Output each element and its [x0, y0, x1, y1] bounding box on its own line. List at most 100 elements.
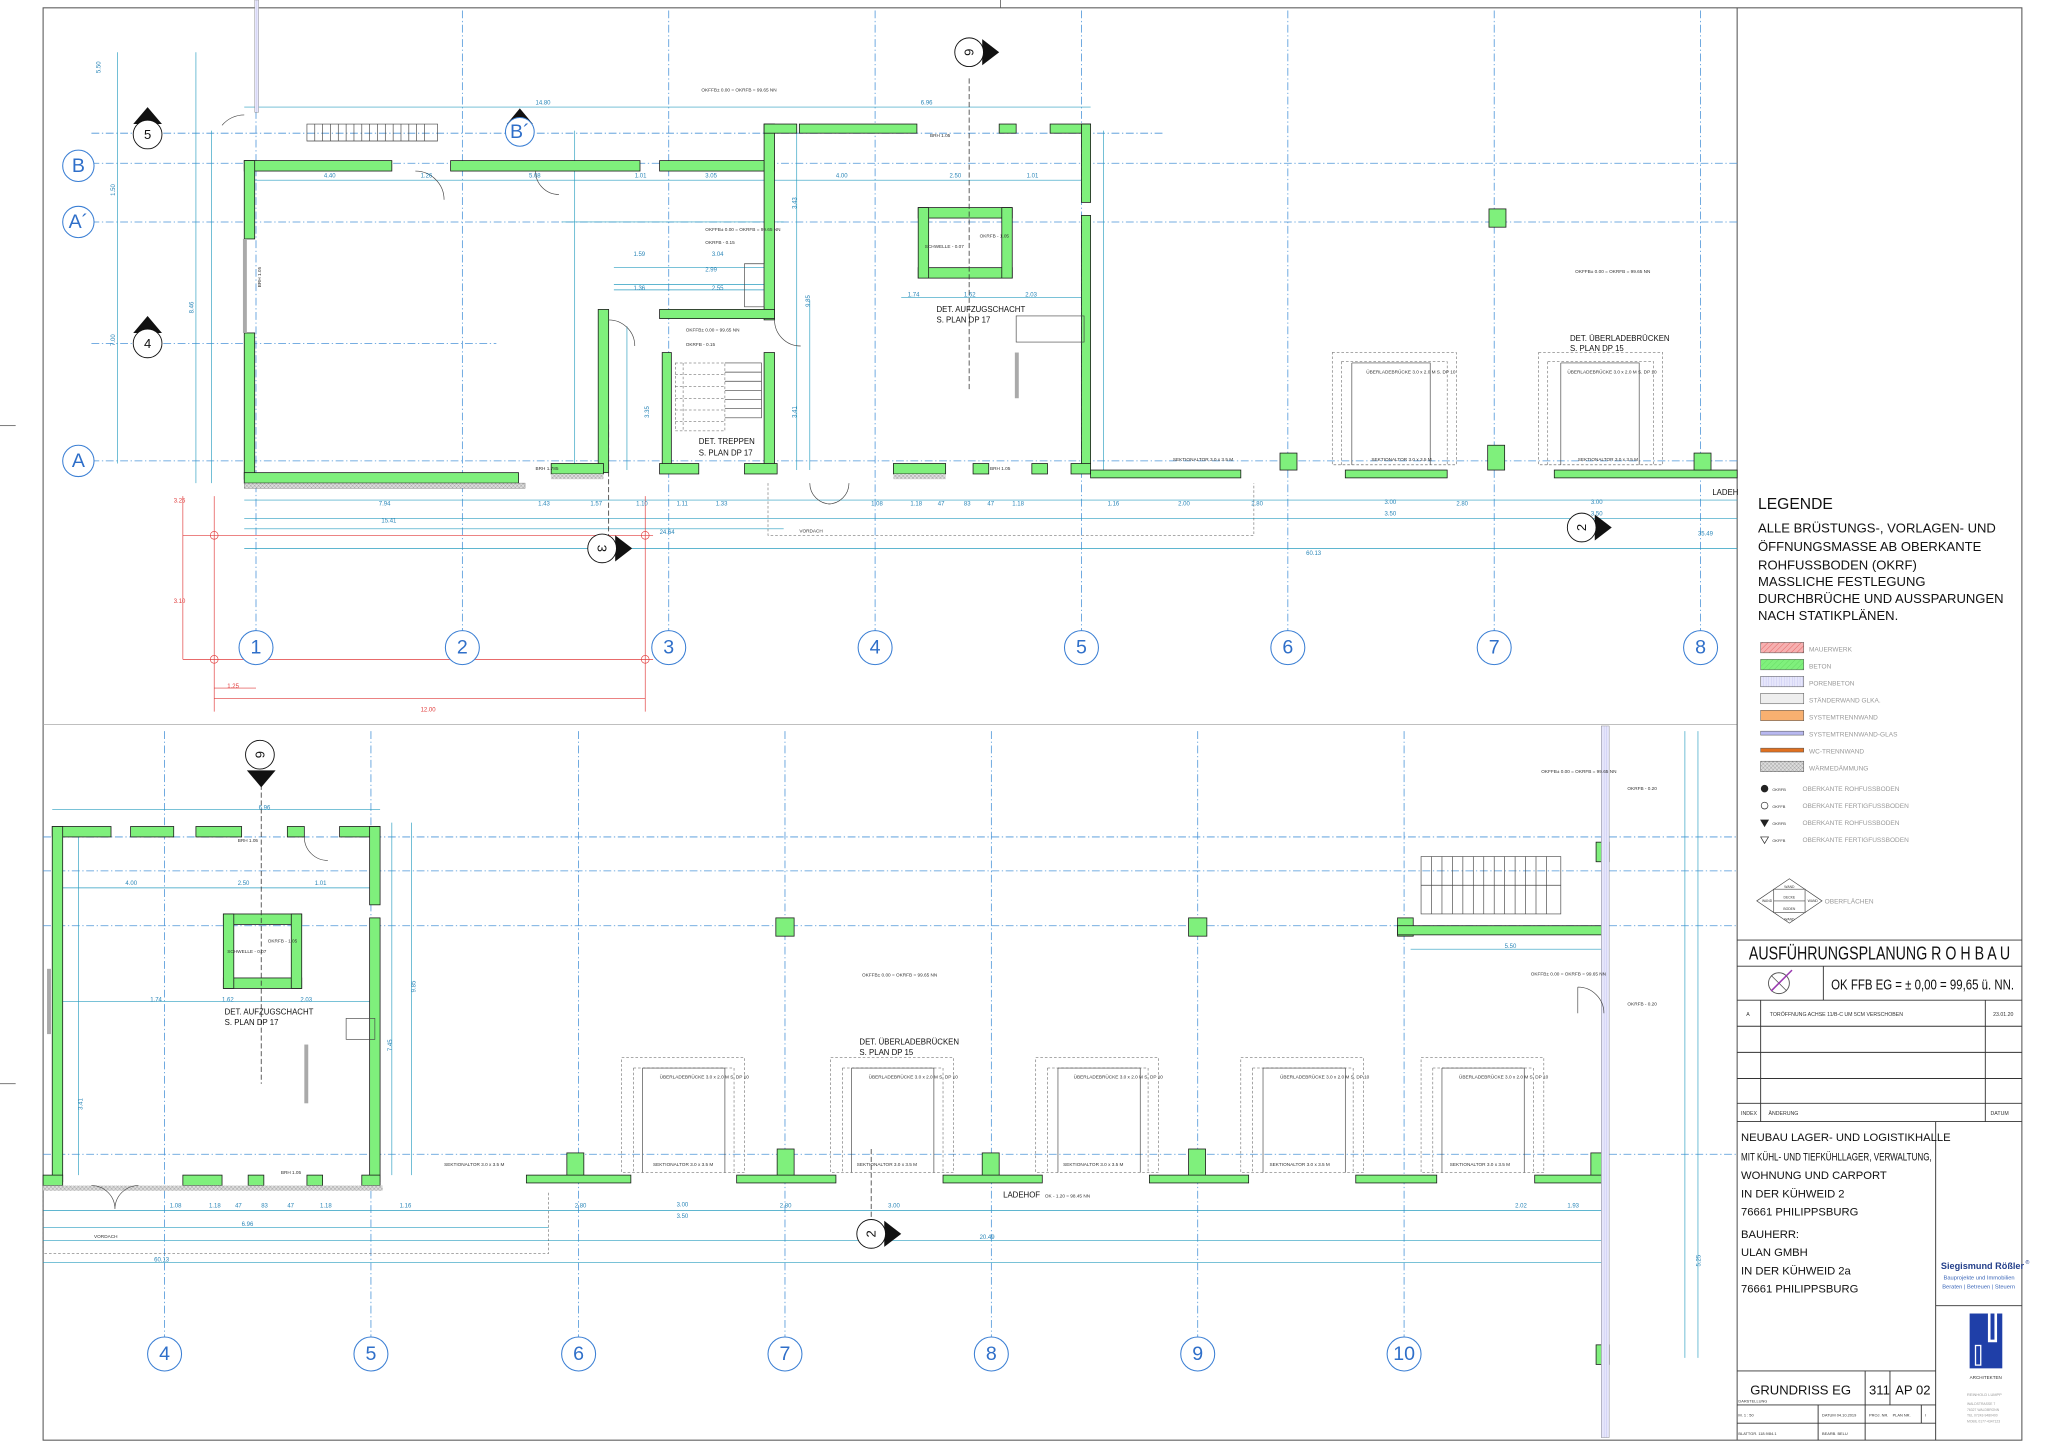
axis-circle — [651, 630, 687, 666]
dimension-label: 2.55 — [712, 286, 724, 292]
dimension-label: 1.01 — [1027, 174, 1039, 180]
level-label: OKFFB± 0.00 = OKRFB = 99.65 NN — [862, 973, 937, 978]
brh-label: BRH 1.05 — [257, 267, 262, 288]
axis-circle — [1386, 1336, 1422, 1372]
room-labels: DET. AUFZUGSCHACHT S. PLAN DP 17 DET. ÜB… — [94, 769, 1657, 1239]
plan-index: I — [1925, 1413, 1926, 1418]
dimension-label: 14.80 — [536, 100, 552, 106]
threshold-label: SCHWELLE - 0.07 — [925, 244, 964, 249]
dimension-label: 2.80 — [1456, 501, 1468, 507]
okrfb-label: OKRFB - 0.15 — [705, 240, 735, 245]
dimension-label: 83 — [964, 501, 971, 507]
legend-material: PORENBETON — [1760, 676, 1855, 688]
section-marker-4[interactable]: 4 — [132, 315, 163, 359]
axis-circle — [238, 630, 274, 666]
dimension-label: 3.00 — [888, 1204, 900, 1210]
axis-letter: A — [72, 450, 86, 472]
red-dim: 1.25 — [227, 684, 239, 690]
material-label: BETON — [1809, 664, 1832, 671]
symbol-label: OBERKANTE ROHFUSSBODEN — [1802, 820, 1899, 827]
docks-label: DET. ÜBERLADEBRÜCKEN — [859, 1038, 959, 1047]
dimension-label: 7.45 — [388, 1039, 394, 1051]
architect-address: 76327 WALDBRONN — [1967, 1408, 2000, 1412]
level-label: OKFFB± 0.00 = OKRFB = 99.65 NN — [1541, 769, 1616, 774]
elevator-label: S. PLAN DP 17 — [936, 316, 990, 325]
dimension-label: 2.50 — [238, 881, 250, 887]
axis-bubble: 2 — [444, 630, 480, 666]
elevator-label: DET. AUFZUGSCHACHT — [936, 305, 1025, 314]
dimension-label: 60.13 — [154, 1257, 170, 1263]
section-marker-b[interactable]: B´ — [504, 108, 535, 147]
project-description: NEUBAU LAGER- UND LOGISTIKHALLE MIT KÜHL… — [1741, 1132, 1951, 1295]
dimension-label: 2.03 — [1025, 292, 1037, 298]
axis-circle — [147, 1336, 183, 1372]
dimension-label: 1.43 — [538, 501, 550, 507]
material-swatch — [1760, 659, 1805, 671]
door-label: SEKTIONALTOR 3.0 x 3.5 M — [1173, 457, 1233, 462]
legend-note: ALLE BRÜSTUNGS-, VORLAGEN- UND — [1758, 521, 1996, 536]
legend-material: WÄRMEDÄMMUNG — [1760, 760, 1868, 772]
door-label: SEKTIONALTOR 3.0 x 3.5 M — [1578, 457, 1638, 462]
title-block: AUSFÜHRUNGSPLANUNG R O H B A U OK FFB EG… — [1737, 939, 2030, 1441]
axis-bubble: 8 — [1683, 630, 1719, 666]
axis-circle — [444, 630, 480, 666]
dimension-label: 9.85 — [806, 294, 812, 306]
level-triangle-icon — [1760, 836, 1770, 845]
dimension-label: 1.50 — [111, 184, 117, 196]
dimension-label: 6.96 — [242, 1222, 254, 1228]
section-marker-6[interactable]: 6 — [245, 739, 276, 788]
surface-symbol: WAND DECKE BODEN WAND WAND WAND OBERFLÄC… — [1756, 878, 1874, 924]
partner-tagline: Bauprojekte und Immobilien — [1944, 1276, 2015, 1282]
plan-number-label: PLAN NR. — [1893, 1413, 1911, 1418]
plan-number: AP 02 — [1895, 1382, 1930, 1397]
dimension-label: 2.99 — [705, 268, 717, 274]
surface-diamond-text: WAND — [1784, 885, 1795, 889]
partner-name: Siegismund Rößler — [1941, 1261, 2025, 1271]
symbol-label: OBERKANTE FERTIGFUSSBODEN — [1802, 837, 1909, 844]
dimension-label: 1.10 — [636, 501, 648, 507]
dimension-label: 3.05 — [705, 174, 717, 180]
axis-bubble: 4 — [857, 630, 893, 666]
dimension-label: 5.50 — [97, 61, 103, 73]
material-label: WÄRMEDÄMMUNG — [1809, 764, 1868, 772]
canopy-label: VORDACH — [94, 1234, 117, 1239]
dimension-label: 3.35 — [645, 405, 651, 417]
dimension-label: 3.04 — [712, 252, 724, 258]
partner-registered-mark: ® — [2026, 1259, 2030, 1266]
dimension-label: 5.50 — [1505, 944, 1517, 950]
project-number: 311 — [1869, 1382, 1890, 1397]
material-swatch — [1760, 676, 1805, 688]
axis-circle — [561, 1336, 597, 1372]
axis-number: 6 — [1282, 637, 1293, 659]
legend-material: STÄNDERWAND GLKA. — [1760, 693, 1881, 704]
section-marker-label: 4 — [144, 336, 151, 351]
section-marker-6[interactable]: 6 — [954, 37, 1000, 68]
axis-bubble: 6 — [1270, 630, 1306, 666]
section-marker-3[interactable]: 3 — [587, 533, 633, 564]
door-label: SEKTIONALTOR 3.0 x 3.5 M — [1371, 457, 1431, 462]
rev-header-index: INDEX — [1741, 1111, 1757, 1117]
legend-note: ROHFUSSBODEN (OKRF) — [1758, 557, 1917, 572]
section-marker-2[interactable]: 2 — [856, 1219, 902, 1249]
axis-number: 8 — [1695, 637, 1706, 659]
section-marker-2[interactable]: 2 — [1566, 512, 1612, 543]
grid-lines — [91, 10, 1738, 634]
axis-bubble: 7 — [767, 1336, 803, 1372]
client-line: IN DER KÜHWEID 2a — [1741, 1265, 1851, 1277]
surface-diamond-text: WAND — [1808, 899, 1819, 903]
section-marker-5[interactable]: 5 — [132, 107, 163, 150]
symbol-code: OKFFB — [1772, 804, 1785, 809]
dimension-label: 1.18 — [1012, 501, 1024, 507]
legend-material: WC-TRENNWAND — [1760, 747, 1864, 755]
dimension-label: 3.00 — [677, 1202, 689, 1208]
symbol-label: OBERKANTE ROHFUSSBODEN — [1802, 786, 1899, 793]
axis-number: 7 — [780, 1343, 791, 1365]
axis-bubble: 7 — [1476, 630, 1512, 666]
dimension-label: 2.03 — [300, 997, 312, 1003]
threshold-label: SCHWELLE - 0.07 — [227, 949, 266, 954]
architect-address: TEL 07243-9480400 — [1967, 1414, 1998, 1418]
brh-label: BRH 1.05 — [281, 1170, 302, 1175]
